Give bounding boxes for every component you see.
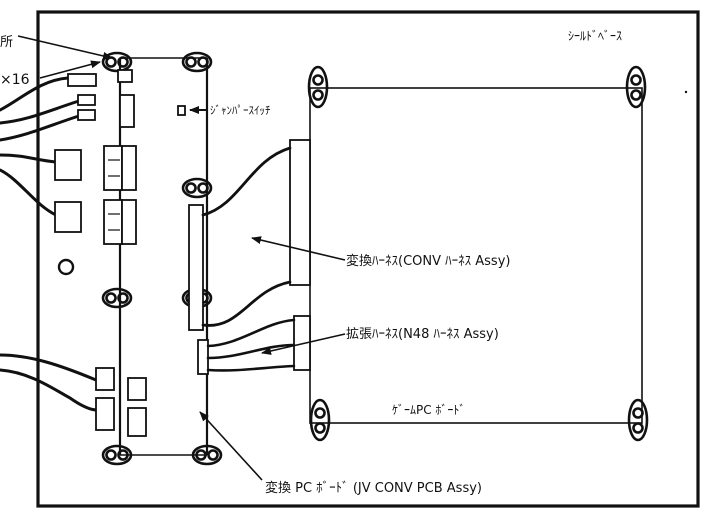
standoff-mid-left <box>101 287 133 309</box>
conv-harness-cables <box>201 146 292 327</box>
board-connectors <box>54 69 147 437</box>
conv-pc-board-arrow <box>199 411 263 481</box>
expansion-harness-label: 拡張ﾊｰﾈｽ(N48 ﾊｰﾈｽ Assy) <box>346 327 499 342</box>
jumper-switch-label: ｼﾞｬﾝﾊﾟｰｽｲｯﾁ <box>210 104 271 117</box>
cut-quantity-label: ×16 <box>0 72 30 88</box>
shield-base-label: ｼｰﾙﾄﾞﾍﾞｰｽ <box>568 29 622 43</box>
standoff-top-right <box>181 51 213 73</box>
conv-board-connector-short <box>197 339 209 375</box>
game-pc-board-label: ｹﾞｰﾑPC ﾎﾞｰﾄﾞ <box>392 403 465 417</box>
conv-harness-arrow <box>251 236 346 261</box>
connector-pins <box>108 159 120 231</box>
expansion-harness-cables <box>206 318 296 372</box>
game-standoff-top-left <box>307 65 329 109</box>
expansion-harness-arrow <box>261 333 346 355</box>
conv-pc-board-label: 変換 PC ﾎﾞｰﾄﾞ (JV CONV PCB Assy) <box>265 480 482 496</box>
game-standoff-bottom-left <box>309 398 331 442</box>
game-standoff-bottom-right <box>627 398 649 442</box>
standoff-bottom-left <box>101 444 133 466</box>
standoff-mid-upper <box>181 177 213 199</box>
standoff-top-left <box>101 51 133 73</box>
cut-location-arrow <box>17 35 113 60</box>
conv-board-connector-long <box>188 204 204 331</box>
jumper-switch <box>177 105 186 116</box>
game-board-connector-small <box>293 315 311 371</box>
cut-location-label: 所 <box>0 35 13 50</box>
game-board-connector-large <box>289 139 311 286</box>
mounting-hole <box>57 258 75 276</box>
speck-mark <box>684 90 688 94</box>
standoffs <box>101 51 223 466</box>
conv-harness-label: 変換ﾊｰﾈｽ(CONV ﾊｰﾈｽ Assy) <box>346 253 510 269</box>
game-standoff-top-right <box>625 65 647 109</box>
standoff-bottom-right <box>191 444 223 466</box>
cut-quantity-arrow <box>39 60 101 79</box>
game-board-standoffs <box>307 65 649 442</box>
shield-base-frame <box>36 10 700 508</box>
external-wires <box>0 76 99 412</box>
